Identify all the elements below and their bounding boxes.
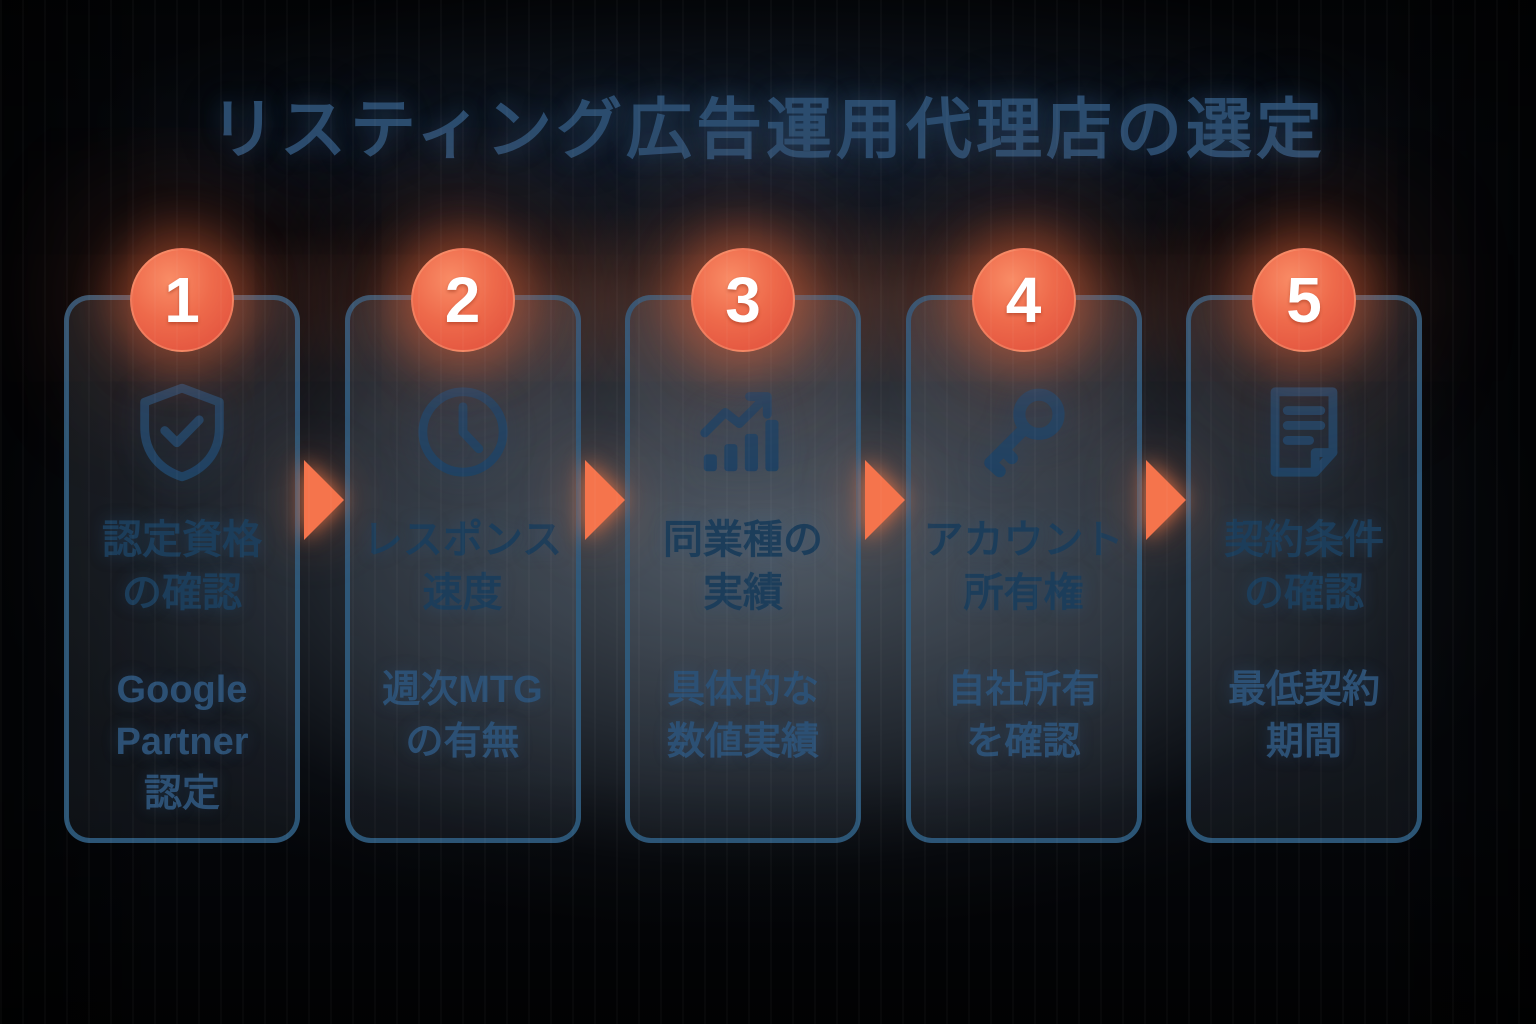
flow-arrow-icon xyxy=(1146,460,1186,540)
step-5-number-badge: 5 xyxy=(1252,248,1356,352)
page-title: リスティング広告運用代理店の選定 xyxy=(209,92,1327,166)
step-title: 契約条件 の確認 xyxy=(1224,514,1384,620)
step-subtitle-line: 数値実績 xyxy=(666,721,819,764)
step-card-3: 3 同業種の 実績 具体的な 数値実績 xyxy=(625,248,861,843)
step-number: 4 xyxy=(1005,264,1042,336)
step-subtitle-line: 週次MTG xyxy=(382,668,543,711)
flow-arrow-icon xyxy=(585,460,625,540)
step-title-line: 認定資格 xyxy=(102,518,262,562)
step-subtitle-line: Google xyxy=(116,668,248,711)
step-card-5: 5 契約条件 の確認 最低契約 期間 xyxy=(1186,248,1422,843)
step-3-number-badge: 3 xyxy=(691,248,795,352)
step-subtitle: 最低契約 期間 xyxy=(1228,664,1380,769)
step-title-line: の確認 xyxy=(122,570,242,615)
step-subtitle: 自社所有 を確認 xyxy=(947,664,1099,769)
step-subtitle: 週次MTG の有無 xyxy=(382,664,542,769)
shield-check-icon xyxy=(126,376,238,488)
step-title-line: 同業種の xyxy=(663,518,823,562)
step-title-line: 速度 xyxy=(422,570,503,615)
step-card-2: 2 レスポンス 速度 週次MTG の有無 xyxy=(344,248,581,843)
step-subtitle-line: Partner xyxy=(115,721,249,764)
steps-row: 1 認定資格 の確認 Google Partner 認定 2 xyxy=(64,248,1422,843)
document-icon xyxy=(1248,376,1360,488)
step-subtitle-line: 最低契約 xyxy=(1227,668,1380,711)
step-title: レスポンス 速度 xyxy=(363,514,562,620)
step-title-line: アカウント xyxy=(923,518,1124,562)
step-title: アカウント 所有権 xyxy=(924,514,1124,620)
step-number: 2 xyxy=(444,264,481,336)
bar-chart-growth-icon xyxy=(687,376,799,488)
step-number: 3 xyxy=(725,264,761,336)
step-title-line: 所有権 xyxy=(963,570,1084,615)
step-4-number-badge: 4 xyxy=(971,248,1076,352)
step-title-line: 実績 xyxy=(703,570,783,615)
step-subtitle-line: 認定 xyxy=(143,773,220,816)
step-subtitle-line: 自社所有 xyxy=(947,668,1100,711)
step-subtitle: Google Partner 認定 xyxy=(115,664,248,821)
key-icon xyxy=(968,376,1080,488)
step-subtitle-line: 期間 xyxy=(1265,721,1342,764)
step-number: 5 xyxy=(1286,264,1322,336)
step-1-number-badge: 1 xyxy=(130,248,234,352)
step-title-line: の確認 xyxy=(1244,570,1364,615)
step-number: 1 xyxy=(164,264,200,336)
step-title: 認定資格 の確認 xyxy=(102,514,262,620)
step-2-number-badge: 2 xyxy=(410,248,515,352)
step-subtitle: 具体的な 数値実績 xyxy=(667,664,819,769)
step-title: 同業種の 実績 xyxy=(663,514,823,620)
step-card-1: 1 認定資格 の確認 Google Partner 認定 xyxy=(64,248,300,843)
step-subtitle-line: を確認 xyxy=(966,721,1081,764)
step-subtitle-line: 具体的な xyxy=(666,668,819,711)
flow-arrow-icon xyxy=(865,460,905,540)
clock-icon xyxy=(407,376,519,488)
flow-arrow-icon xyxy=(304,460,344,540)
step-title-line: 契約条件 xyxy=(1224,518,1384,562)
step-card-4: 4 アカウント 所有権 自社所有 を確認 xyxy=(905,248,1142,843)
step-title-line: レスポンス xyxy=(362,518,563,562)
step-subtitle-line: の有無 xyxy=(405,721,520,764)
